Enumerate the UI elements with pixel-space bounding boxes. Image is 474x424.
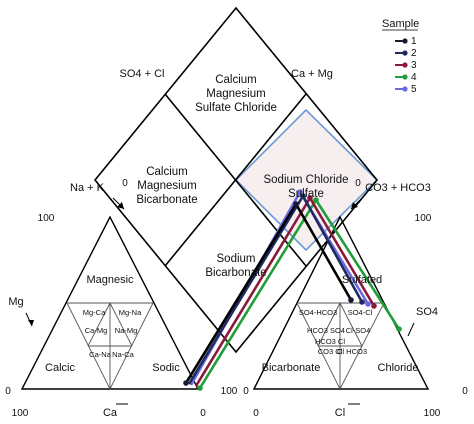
anion-region-bicarbonate: Bicarbonate [262,362,321,374]
legend-item-label: 1 [411,36,417,47]
diamond-zero-right: 0 [355,178,361,189]
cation-tick-bottom-right: 0 [200,408,206,419]
anion-region-sulfated: Sulfated [342,274,382,286]
sample-point [359,299,365,305]
legend-item-label: 3 [411,60,417,71]
cation-region-mg-na: Mg-Na [119,308,142,317]
legend-item-label: 2 [411,48,417,59]
cation-na-k-label: Na + K [70,182,105,194]
region-right-line2: Sulfate [288,188,324,200]
sample-point [396,326,402,332]
anion-tick-right-zero: 0 [462,386,468,397]
legend-swatch-marker [402,86,408,92]
cation-labels: Na + K 100 Mg 0 100 Ca 0 100 Magnesic Ca… [5,182,238,419]
cation-tick-top-left: 100 [38,213,55,224]
anion-tick-right-100: 100 [415,213,432,224]
anion-tick-bottom-left: 0 [253,408,259,419]
region-right-line1: Sodium Chloride [263,174,348,186]
diamond-so4-cl-label: SO4 + Cl [120,68,165,80]
anion-labels: CO3 + HCO3 0 100 SO4 0 0 Cl 100 Sulfated… [243,182,468,419]
cation-tick-left-zero: 0 [5,386,11,397]
cation-region-calcic: Calcic [45,362,75,374]
sample-point [197,385,203,391]
cation-region-mg-ca: Mg-Ca [83,308,106,317]
anion-so4-arrow [407,322,415,337]
legend-swatch-marker [402,38,408,44]
cation-mg-arrowhead [28,320,34,326]
diamond-outline [93,6,379,354]
region-top-line2: Magnesium [206,88,265,100]
sample-point [307,195,313,201]
sample-point [365,301,371,307]
anion-region-chloride: Chloride [378,362,419,374]
sample-point [300,193,306,199]
anion-region-cl-so4: Cl-SO4 [346,326,371,335]
cation-region-na-mg: Na-Mg [115,326,138,335]
diamond-zero-left: 0 [122,178,128,189]
sample-point [293,201,299,207]
sample-point [313,197,319,203]
diamond-ca-mg-label: Ca + Mg [291,68,333,80]
cation-tick-right-100: 100 [221,386,238,397]
anion-tick-bottom-right: 100 [424,408,441,419]
sample-point [371,303,377,309]
cation-ca-label: Ca [103,407,118,419]
cation-tick-bottom-left: 100 [12,408,29,419]
cation-mg-label: Mg [8,296,23,308]
legend-swatch-marker [402,50,408,56]
anion-apex-arrowhead [351,202,358,209]
anion-line [339,302,363,347]
legend-swatch-marker [402,62,408,68]
region-bottom-line1: Sodium [217,253,256,265]
sample-point [297,189,303,195]
sample-path-4 [198,198,401,389]
region-left-line2: Magnesium [137,180,196,192]
region-top-line1: Calcium [215,74,257,86]
sample-point [183,380,189,386]
sample-points [183,189,402,391]
cation-line [87,302,111,347]
diamond [93,6,379,354]
region-top-line3: Sulfate Chloride [195,102,277,114]
anion-region-so4-cl: SO4-Cl [348,308,373,317]
cation-region-ca-na: Ca-Na [89,350,112,359]
cation-region-ca-mg: Ca-Mg [85,326,108,335]
anion-region-hco3-cl: HCO3 Cl [315,337,345,346]
region-left-line3: Bicarbonate [136,194,197,206]
cation-apex-arrowhead [117,202,124,209]
anion-line [317,302,341,347]
cation-region-na-ca: Na-Ca [112,350,135,359]
diamond-labels: SO4 + Cl Ca + Mg Calcium Magnesium Sulfa… [120,68,362,279]
anion-region-cl-hco3: Cl HCO3 [337,347,367,356]
anion-region-co3-cl: CO3 Cl [318,347,343,356]
cation-line [109,302,133,347]
legend-item-label: 5 [411,84,417,95]
cation-region-magnesic: Magnesic [86,274,134,286]
anion-so4-label: SO4 [416,306,438,318]
sample-point [348,297,354,303]
anion-region-so4-hco3: SO4-HCO3 [299,308,337,317]
cation-region-sodic: Sodic [152,362,180,374]
legend-title: Sample [382,18,419,30]
region-bottom-line2: Bicarbonate [205,267,266,279]
region-left-line1: Calcium [146,166,188,178]
anion-tick-left-zero: 0 [243,386,249,397]
diamond-divider-b [164,93,307,267]
anion-co3-hco3-label: CO3 + HCO3 [365,182,431,194]
anion-cl-label: Cl [335,407,345,419]
cation-triangle [20,215,200,390]
legend-swatch-marker [402,74,408,80]
anion-region-hco3-so4: HCO3 SO4 [307,326,345,335]
legend-item-label: 4 [411,72,417,83]
